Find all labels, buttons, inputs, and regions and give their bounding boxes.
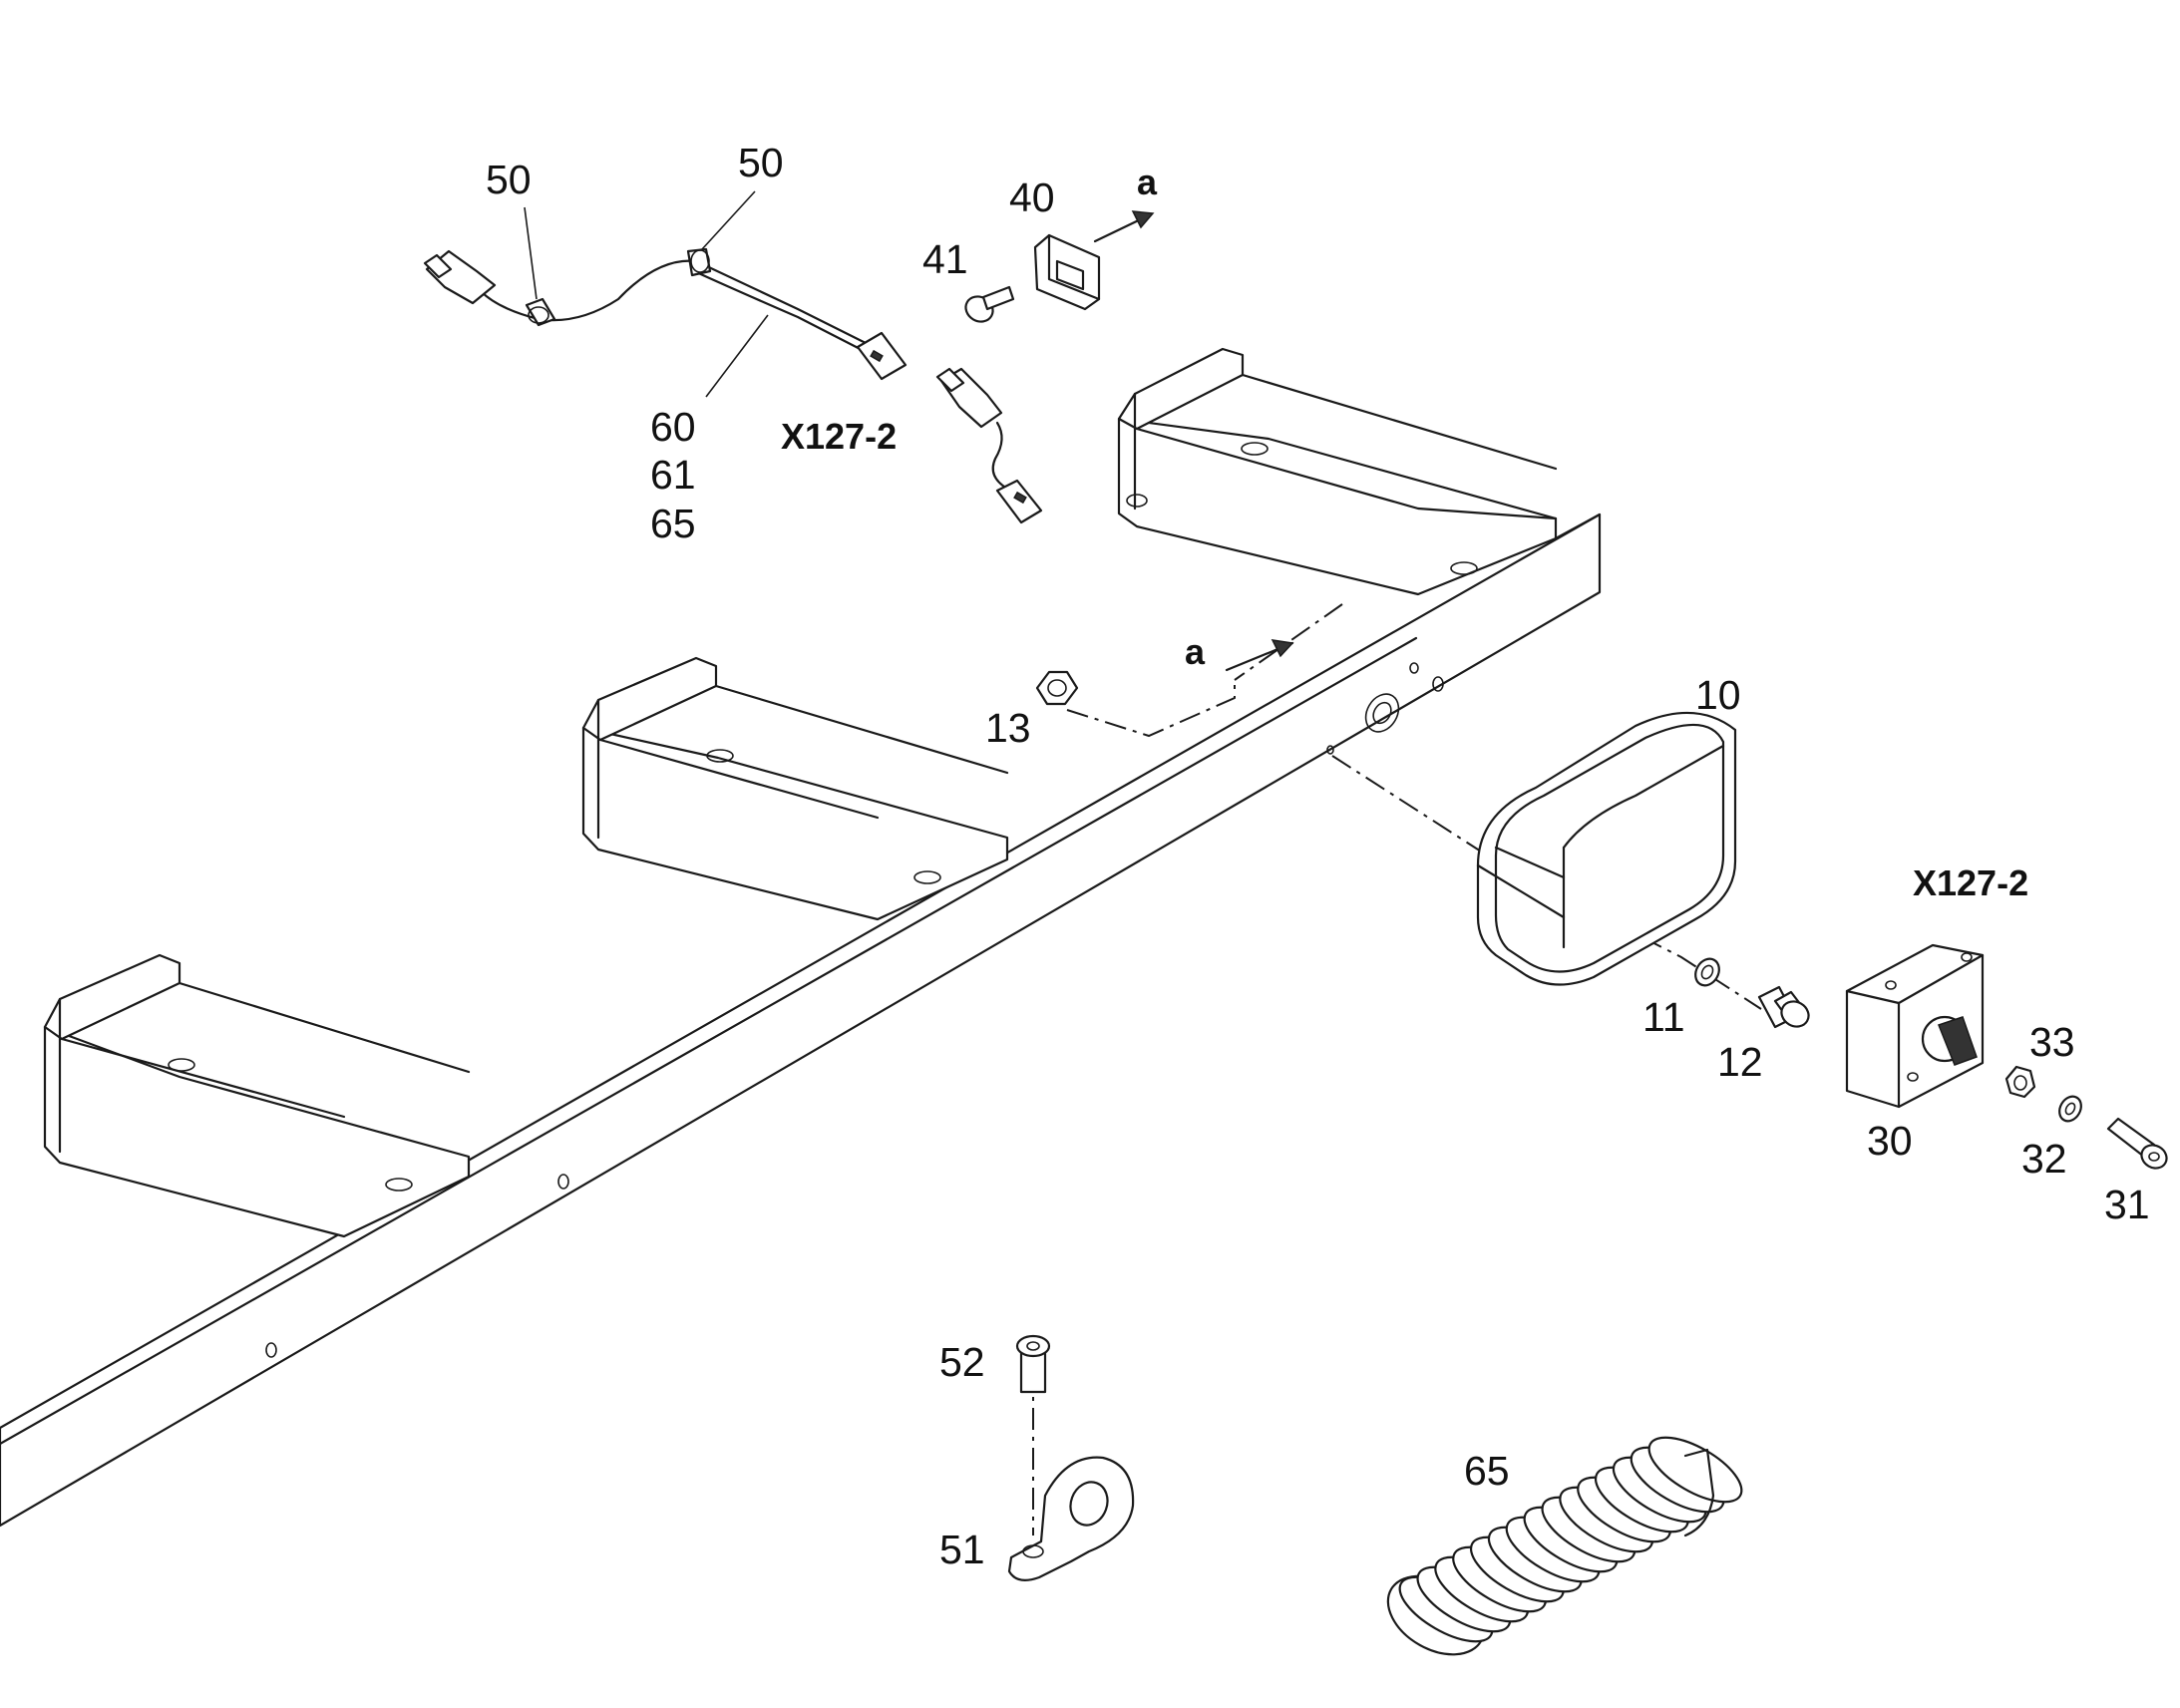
- callout-61: 61: [650, 452, 696, 498]
- callout-40: 40: [1009, 174, 1055, 220]
- connector-x127-2: [935, 367, 1043, 524]
- callout-30: 30: [1867, 1118, 1913, 1164]
- holder-40: [1033, 233, 1101, 311]
- callout-50-right: 50: [738, 140, 784, 185]
- screw-31: [2106, 1117, 2168, 1170]
- cross-member-left: [43, 953, 471, 1238]
- callout-41: 41: [922, 236, 968, 282]
- callout-a-mid: a: [1185, 631, 1206, 672]
- cable-harness-60: [423, 247, 908, 381]
- callout-51: 51: [939, 1527, 985, 1572]
- cross-member-right: [1117, 347, 1558, 596]
- side-rail: [0, 512, 1602, 1528]
- callout-52: 52: [939, 1339, 985, 1385]
- washer-11: [1694, 957, 1720, 987]
- assembly-center-lines: [1032, 603, 1762, 1536]
- callout-65: 65: [1464, 1448, 1510, 1494]
- nut-33: [2004, 1065, 2036, 1099]
- washer-32: [2058, 1095, 2082, 1123]
- spiral-hose-65: [1386, 1436, 1743, 1656]
- cable-clamp-51: [1007, 1456, 1135, 1582]
- arrow-a-top: [1093, 210, 1155, 243]
- callout-50-left: 50: [486, 157, 532, 202]
- screw-41: [964, 285, 1015, 323]
- nut-13: [1035, 670, 1079, 706]
- callout-31: 31: [2104, 1182, 2150, 1227]
- callout-33: 33: [2029, 1019, 2075, 1065]
- callout-x127-2-top: X127-2: [781, 416, 898, 457]
- callout-65-stack: 65: [650, 501, 696, 546]
- screw-52: [1015, 1334, 1051, 1394]
- arrow-a-mid: [1225, 639, 1294, 672]
- callout-60: 60: [650, 404, 696, 450]
- callout-12: 12: [1717, 1039, 1763, 1085]
- callout-10: 10: [1695, 672, 1741, 718]
- housing-10: [1476, 711, 1737, 986]
- cross-member-middle: [581, 656, 1009, 921]
- callout-11: 11: [1642, 994, 1685, 1040]
- callout-x127-2-right: X127-2: [1913, 862, 2029, 903]
- callout-a-top: a: [1137, 162, 1158, 202]
- screw-12: [1757, 985, 1810, 1029]
- switch-box-30: [1845, 943, 1985, 1109]
- callout-32: 32: [2021, 1136, 2067, 1182]
- callout-13: 13: [985, 705, 1031, 751]
